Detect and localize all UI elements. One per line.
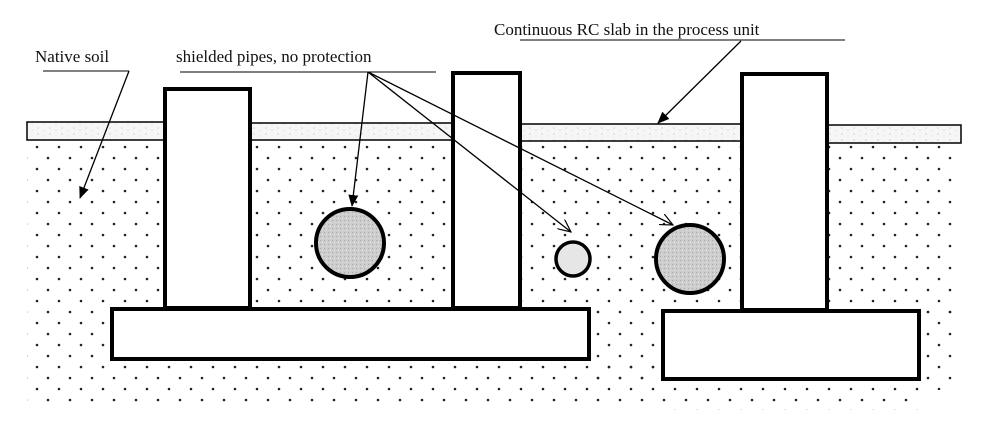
slab-segment-right (827, 124, 962, 144)
right-pillar (740, 72, 829, 312)
native-soil-arrow (79, 70, 130, 199)
native-soil-label: Native soil (35, 47, 109, 66)
slab-segment-middle-left (249, 122, 453, 141)
middle-pillar (451, 71, 522, 310)
pipe-arrow-left (348, 71, 369, 207)
right-footing (661, 309, 921, 381)
slab-segment-left (26, 121, 165, 141)
pipe-small (554, 240, 592, 278)
pipe-arrow-small (367, 71, 571, 232)
shielded-pipes-label: shielded pipes, no protection (176, 47, 372, 66)
pipe-large-left (314, 207, 386, 279)
slab-arrow (657, 40, 742, 124)
slab-label: Continuous RC slab in the process unit (494, 20, 760, 39)
left-footing (110, 307, 591, 361)
left-pillar (163, 87, 252, 310)
slab-segment-middle-right (520, 123, 742, 142)
pipe-large-right (654, 223, 726, 295)
pipe-arrow-right (367, 71, 673, 225)
